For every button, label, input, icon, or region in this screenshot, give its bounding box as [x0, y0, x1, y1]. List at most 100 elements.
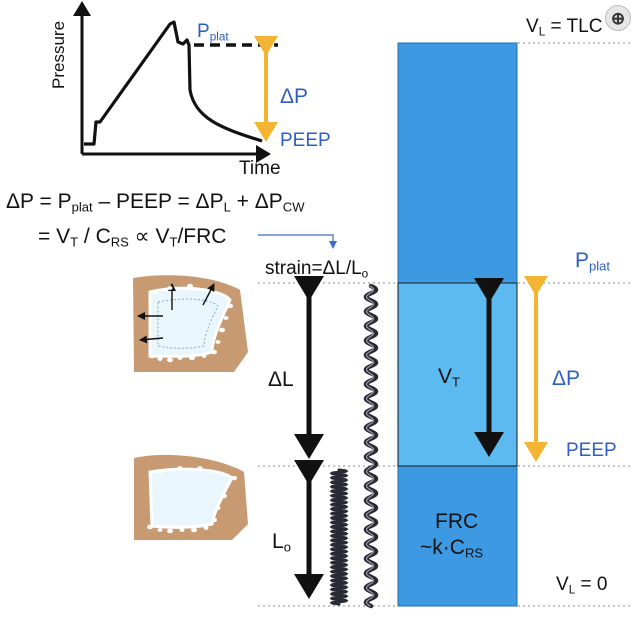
eq1-part-b: – PEEP = ΔP — [92, 190, 224, 213]
right-pplat-main: P — [575, 249, 590, 272]
eq2-sub-c: T — [169, 234, 178, 250]
zero-main: V — [556, 574, 569, 595]
eq1-part-c: + ΔP — [230, 190, 283, 213]
stretched-spring-highlight — [365, 285, 375, 607]
surfactant-dot — [197, 466, 203, 470]
surfactant-dot — [191, 527, 197, 533]
pressure-time-graph — [73, 1, 278, 163]
vt-main: V — [438, 365, 453, 388]
surfactant-dot — [157, 470, 163, 474]
surfactant-dot — [147, 524, 153, 530]
inflated-lung-illustration — [133, 275, 248, 372]
pressure-axis-label: Pressure — [49, 20, 68, 89]
graph-delta-p-label: ΔP — [280, 86, 308, 107]
eq2-sub-a: T — [70, 234, 79, 250]
vt-label: VT — [438, 366, 460, 389]
equation-line-2: = VT / CRS ∝ VT/FRC — [38, 226, 226, 249]
surfactant-dot — [215, 340, 221, 344]
eq1-sub-b: L — [223, 199, 231, 215]
graph-pplat-main: P — [197, 21, 210, 42]
zoom-in-icon[interactable]: ⊕ — [605, 5, 631, 31]
graph-delta-p-text: ΔP — [280, 85, 309, 108]
surfactant-dot — [157, 528, 163, 532]
tlc-label: VL = TLC — [526, 17, 602, 38]
surfactant-dot — [231, 475, 237, 481]
surfactant-dot — [152, 290, 158, 294]
delta-l-label: ΔL — [268, 369, 294, 390]
surfactant-dot — [177, 356, 183, 360]
l0-label: Lo — [272, 531, 291, 554]
pressure-axis-text: Pressure — [49, 20, 68, 89]
pressure-waveform — [84, 20, 263, 146]
inflated-alveolus — [148, 286, 232, 358]
tlc-main: V — [526, 16, 539, 37]
right-peep-label: PEEP — [566, 441, 617, 460]
graph-pplat-label: Pplat — [197, 22, 229, 43]
graph-pplat-sub: plat — [209, 30, 229, 44]
eq2-sub-b: RS — [110, 234, 129, 250]
surfactant-dot — [227, 303, 233, 309]
surfactant-dot — [149, 353, 155, 359]
resting-spring — [329, 468, 349, 606]
zero-volume-label: VL = 0 — [556, 575, 607, 596]
surfactant-dot — [177, 466, 183, 470]
eq2-part-c: ∝ V — [128, 225, 170, 248]
frc-text: FRC — [435, 510, 479, 533]
graph-peep-text: PEEP — [280, 130, 331, 151]
surfactant-dot — [187, 283, 193, 289]
right-pplat-label: Pplat — [575, 250, 610, 273]
surfactant-dot — [157, 357, 163, 361]
right-delta-p-text: ΔP — [552, 367, 581, 390]
strain-main: strain=ΔL/L — [265, 258, 362, 279]
tlc-rest: = TLC — [545, 16, 603, 37]
time-axis-label: Time — [239, 159, 281, 178]
eq1-part-a: ΔP = P — [6, 190, 72, 213]
zero-sub: L — [568, 583, 576, 597]
l0-sub: o — [283, 539, 291, 555]
frc-label-line2: ~k·CRS — [420, 537, 483, 560]
eq2-part-b: / C — [78, 225, 111, 248]
surfactant-dot — [211, 517, 217, 523]
frc-label-line1: FRC — [435, 511, 478, 532]
surfactant-dot — [221, 493, 227, 499]
equation-pointer-arrow — [258, 234, 337, 249]
delta-l-text: ΔL — [268, 368, 294, 391]
right-pplat-sub: plat — [589, 258, 611, 274]
right-delta-p-label: ΔP — [552, 368, 580, 389]
l0-main: L — [272, 530, 284, 553]
eq2-part-d: /FRC — [177, 225, 227, 248]
eq1-sub-c: CW — [282, 199, 305, 215]
expansion-arrow-upright — [202, 283, 215, 306]
surfactant-dots — [147, 283, 237, 534]
surfactant-dot — [167, 286, 173, 290]
surfactant-dot — [223, 316, 229, 320]
resting-alveolus — [148, 467, 234, 529]
expansion-arrow-left-lower — [139, 335, 164, 344]
surfactant-dot — [219, 327, 225, 333]
resting-outline — [157, 298, 219, 349]
strain-sub: o — [361, 267, 369, 281]
frc-k-main: ~k·C — [420, 536, 465, 559]
frc-k-sub: RS — [464, 545, 484, 561]
zero-rest: = 0 — [575, 574, 608, 595]
eq1-sub-a: plat — [71, 199, 93, 215]
surfactant-dot — [167, 357, 173, 363]
resting-lung-illustration — [134, 454, 248, 540]
surfactant-dot — [225, 482, 231, 486]
surfactant-dot — [211, 349, 217, 355]
tlc-sub: L — [538, 25, 546, 39]
surfactant-dot — [201, 354, 207, 358]
surfactant-dot — [167, 528, 173, 534]
strain-label: strain=ΔL/Lo — [265, 259, 368, 280]
eq2-part-a: = V — [38, 225, 71, 248]
surfactant-dot — [179, 528, 185, 532]
surfactant-dot — [203, 526, 209, 530]
graph-peep-label: PEEP — [280, 131, 331, 150]
right-peep-text: PEEP — [566, 440, 617, 461]
vt-sub: T — [452, 374, 460, 390]
surfactant-dot — [189, 355, 195, 361]
equation-line-1: ΔP = Pplat – PEEP = ΔPL + ΔPCW — [6, 191, 304, 214]
time-axis-text: Time — [239, 158, 281, 179]
